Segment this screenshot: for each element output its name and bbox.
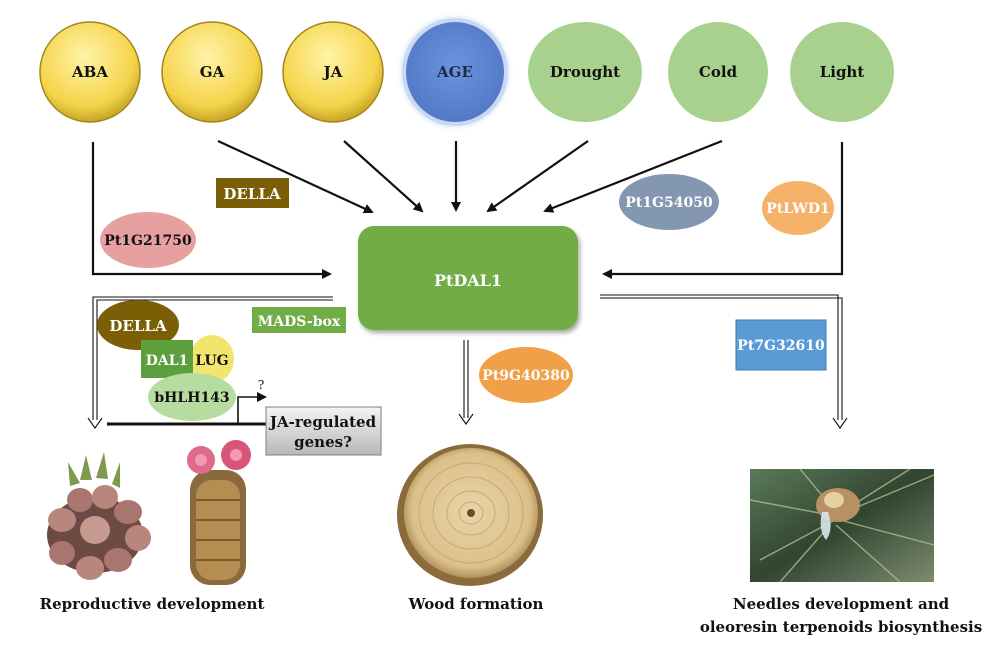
della-complex-badge: DELLA bbox=[97, 300, 179, 350]
signal-cold-label: Cold bbox=[699, 63, 738, 81]
signal-aba: ABA bbox=[39, 21, 141, 123]
lug-badge: LUG bbox=[190, 335, 234, 383]
della-top-label: DELLA bbox=[223, 185, 281, 203]
ja-genes-line2: genes? bbox=[294, 433, 352, 451]
signal-arrows bbox=[91, 139, 844, 279]
ptdal1-label: PtDAL1 bbox=[434, 271, 502, 290]
signal-ja: JA bbox=[282, 21, 384, 123]
lug-label: LUG bbox=[195, 353, 228, 369]
pt1g54050-label: Pt1G54050 bbox=[625, 195, 713, 211]
caption-needles-line2: oleoresin terpenoids biosynthesis bbox=[700, 618, 982, 636]
arrow-reproductive-head bbox=[87, 417, 103, 429]
arrow-ga bbox=[217, 140, 374, 214]
signal-cold: Cold bbox=[668, 22, 768, 122]
arrow-cold bbox=[543, 139, 723, 213]
promoter-diagram bbox=[107, 392, 290, 426]
dal1-label: DAL1 bbox=[146, 353, 189, 369]
question-mark: ? bbox=[258, 378, 264, 393]
bhlh143-label: bHLH143 bbox=[154, 390, 229, 406]
signal-ja-label: JA bbox=[322, 63, 343, 81]
cone-cluster-icon bbox=[47, 452, 151, 580]
ptdal1-node: PtDAL1 bbox=[358, 226, 578, 330]
pt7g32610-label: Pt7G32610 bbox=[737, 338, 825, 354]
ja-genes-line1: JA-regulated bbox=[268, 413, 377, 431]
pine-needles-image bbox=[749, 468, 935, 583]
caption-needles-line1: Needles development and bbox=[733, 595, 950, 613]
arrow-reproductive-outer bbox=[92, 296, 333, 420]
della-top-badge: DELLA bbox=[216, 178, 289, 208]
mads-box-badge: MADS-box bbox=[252, 307, 346, 333]
cone-elongated-icon bbox=[187, 440, 251, 585]
signal-drought: Drought bbox=[528, 22, 642, 122]
signal-drought-label: Drought bbox=[550, 63, 620, 81]
mads-box-label: MADS-box bbox=[258, 314, 341, 330]
ptlwd1-badge: PtLWD1 bbox=[762, 181, 834, 235]
arrow-needles-head bbox=[832, 417, 848, 429]
arrow-drought bbox=[486, 140, 589, 213]
della-complex-label: DELLA bbox=[109, 317, 167, 335]
wood-slice-image bbox=[397, 444, 543, 586]
signal-light-label: Light bbox=[820, 63, 865, 81]
arrow-aba bbox=[91, 142, 332, 279]
signal-ga-label: GA bbox=[200, 63, 225, 81]
ja-regulated-genes-box: JA-regulated genes? bbox=[265, 406, 382, 456]
output-arrows bbox=[87, 294, 848, 429]
pt1g21750-badge: Pt1G21750 bbox=[100, 212, 196, 268]
arrow-wood-head bbox=[458, 413, 474, 425]
dal1-badge: DAL1 bbox=[141, 340, 193, 378]
signal-aba-label: ABA bbox=[71, 63, 108, 81]
arrow-needles-outer bbox=[600, 294, 839, 420]
pt9g40380-label: Pt9G40380 bbox=[482, 368, 570, 384]
arrow-reproductive-inner bbox=[96, 299, 333, 420]
arrow-light bbox=[602, 142, 844, 279]
signal-ga: GA bbox=[161, 21, 263, 123]
bhlh143-badge: bHLH143 bbox=[148, 373, 236, 421]
caption-wood: Wood formation bbox=[408, 595, 544, 613]
signal-age-label: AGE bbox=[436, 63, 473, 81]
signal-age: AGE bbox=[402, 18, 508, 126]
pt7g32610-badge: Pt7G32610 bbox=[735, 319, 827, 371]
pt1g54050-badge: Pt1G54050 bbox=[619, 174, 719, 230]
ptlwd1-label: PtLWD1 bbox=[766, 201, 830, 217]
pt1g21750-label: Pt1G21750 bbox=[104, 233, 192, 249]
arrow-ja bbox=[343, 140, 424, 213]
arrow-needles-inner bbox=[600, 297, 843, 420]
pt9g40380-badge: Pt9G40380 bbox=[479, 347, 573, 403]
transcription-arrow bbox=[237, 392, 267, 424]
signal-light: Light bbox=[790, 22, 894, 122]
caption-reproductive: Reproductive development bbox=[40, 595, 265, 613]
reproductive-cone-image bbox=[47, 440, 251, 585]
